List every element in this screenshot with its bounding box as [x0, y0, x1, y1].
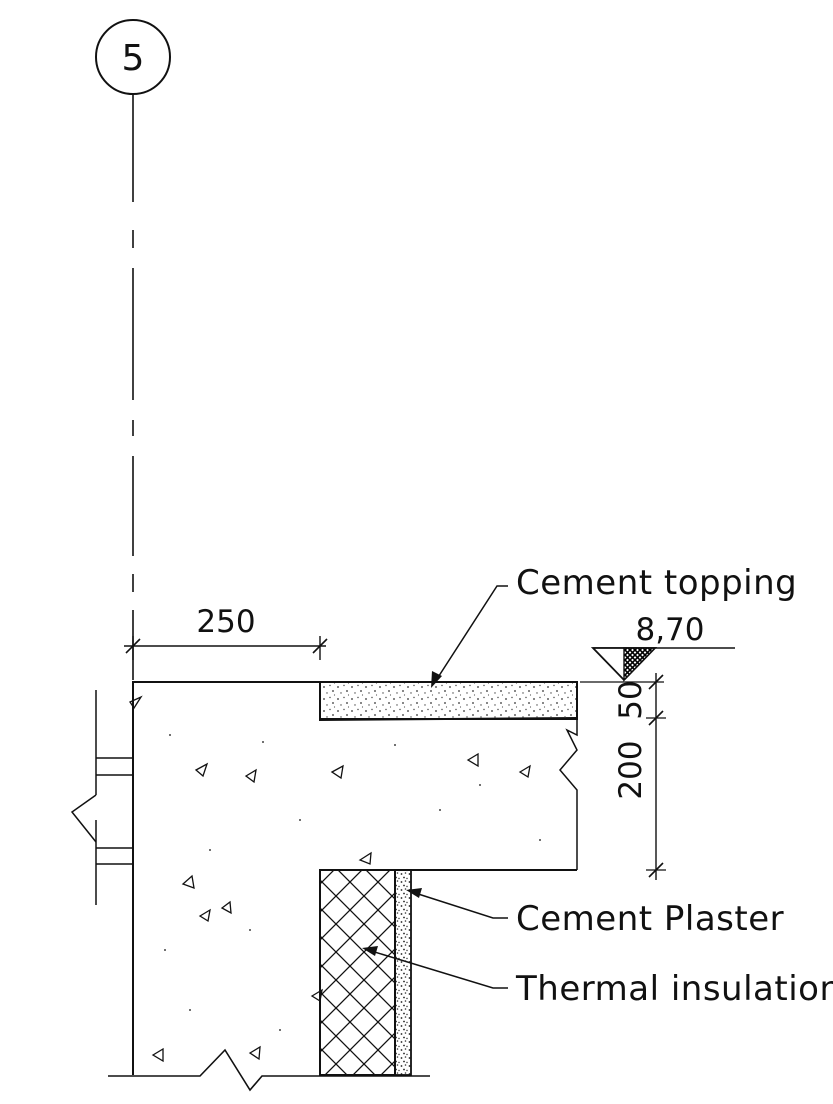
leader-thermal-insulation: Thermal insulation: [362, 946, 833, 1009]
cement-topping-layer: [319, 681, 578, 720]
dimension-vertical: 50 200: [580, 673, 666, 880]
grid-marker: 5: [95, 19, 171, 95]
level-marker: 8,70: [590, 612, 735, 682]
dimension-width: 250: [124, 604, 328, 660]
level-value: 8,70: [635, 612, 704, 648]
slab-break-line: [559, 682, 578, 870]
grid-marker-label: 5: [122, 38, 145, 79]
dimension-topping-label: 50: [613, 680, 649, 719]
dimension-width-label: 250: [196, 604, 255, 640]
label-cement-plaster: Cement Plaster: [516, 899, 784, 939]
label-thermal-insulation: Thermal insulation: [515, 969, 833, 1009]
label-cement-topping: Cement topping: [516, 563, 797, 603]
concrete-fill: [133, 682, 577, 1075]
cement-plaster-layer: [394, 869, 412, 1076]
level-triangle-fill: [623, 647, 657, 682]
leader-cement-topping: Cement topping: [431, 563, 797, 688]
bottom-break-line: [108, 1048, 430, 1092]
dimension-slab-label: 200: [613, 740, 649, 799]
leader-cement-plaster: Cement Plaster: [406, 888, 784, 939]
left-wall-break: [70, 690, 133, 905]
concrete-dots: [164, 734, 541, 1031]
thermal-insulation-layer: [319, 869, 396, 1076]
